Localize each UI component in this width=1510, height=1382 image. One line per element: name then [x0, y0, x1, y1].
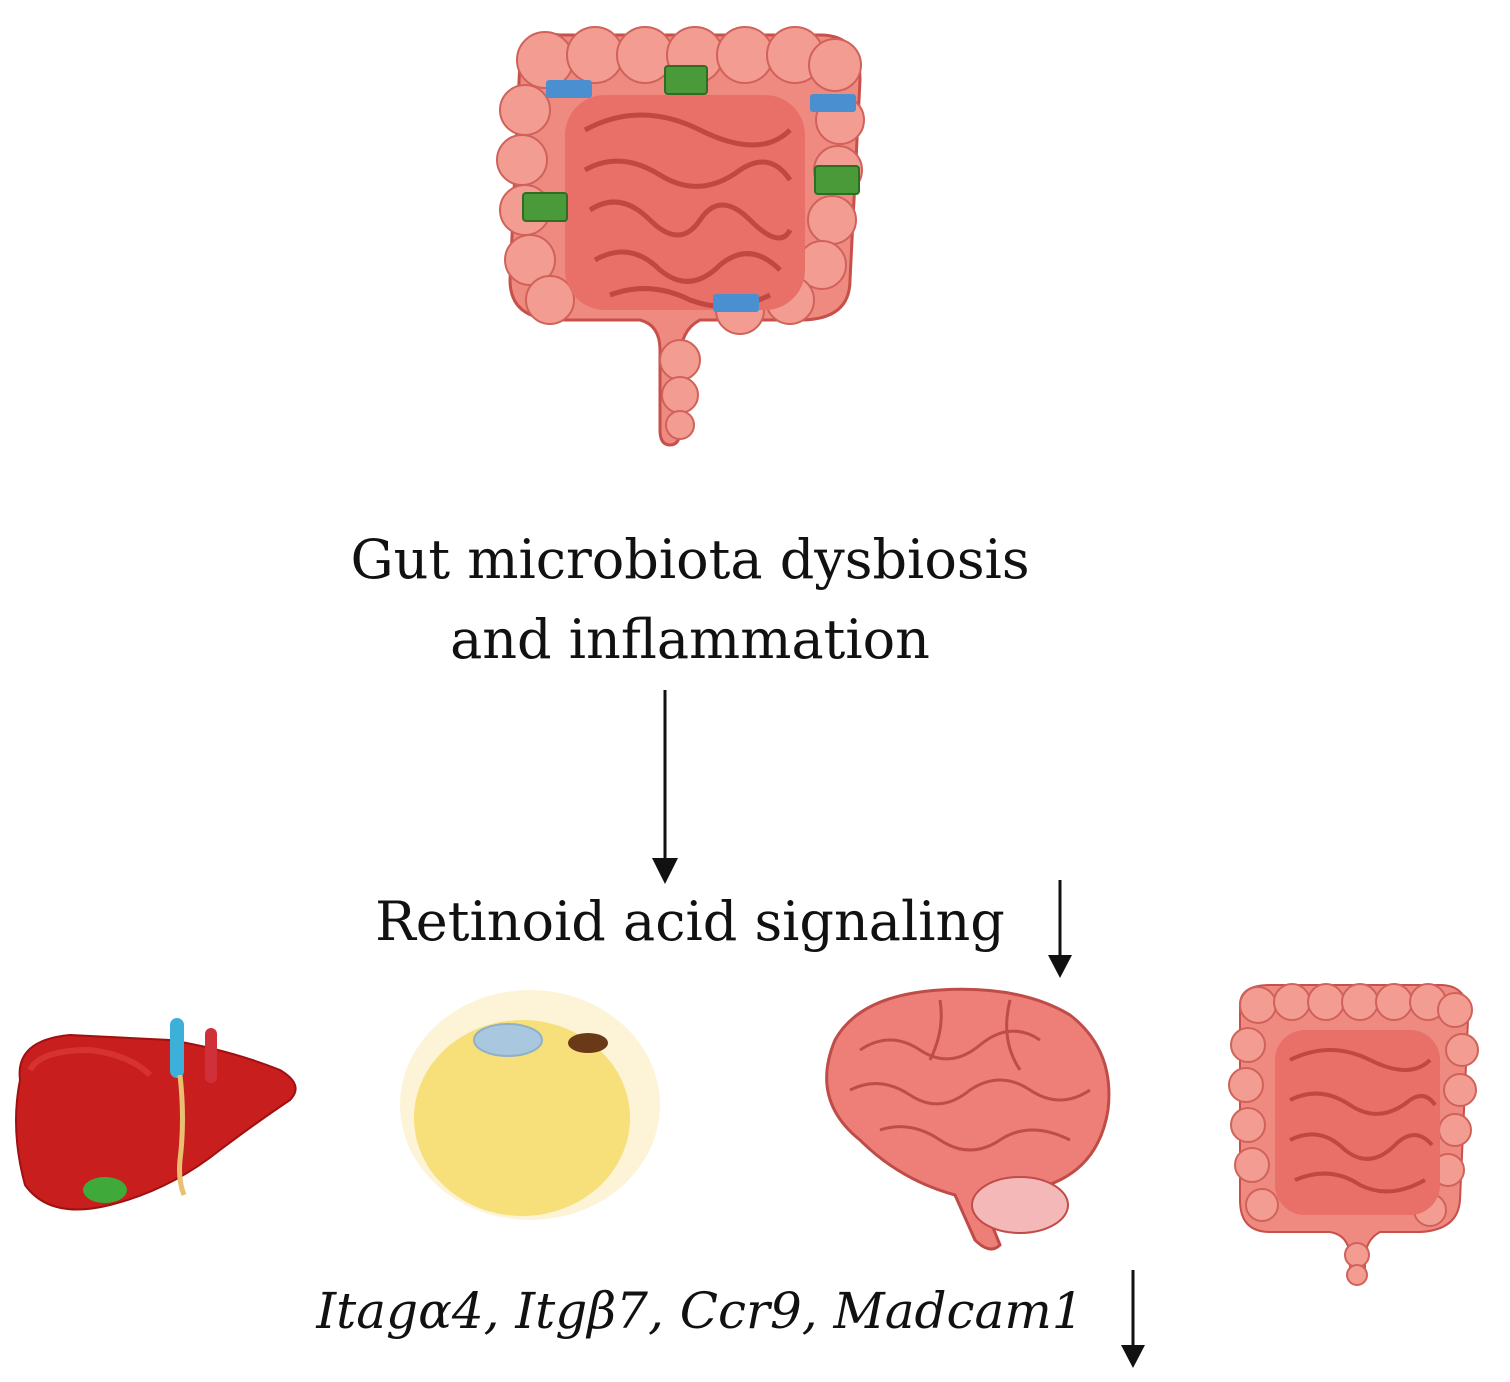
genes-label: Itagα4, Itgβ7, Ccr9, Madcam1	[316, 1282, 1084, 1340]
bacteria-green-1	[664, 65, 708, 95]
liver-icon	[15, 1018, 297, 1211]
bacteria-blue-3	[713, 294, 759, 312]
bacteria-blue-1	[546, 80, 592, 98]
flow-arrow	[652, 690, 678, 884]
decrease-arrow-retinoid	[1048, 880, 1072, 978]
bacteria-green-2	[814, 165, 860, 195]
adipocyte-icon	[400, 990, 660, 1220]
large-intestine	[496, 26, 865, 447]
retinoid-signaling-label: Retinoid acid signaling	[375, 890, 1005, 953]
decrease-arrow-genes	[1121, 1270, 1145, 1368]
bacteria-green-3	[522, 192, 568, 222]
gut-dysbiosis-label: Gut microbiota dysbiosis	[350, 528, 1030, 591]
intestine-small-icon	[1228, 983, 1479, 1286]
bacteria-blue-2	[810, 94, 856, 112]
brain-icon	[825, 987, 1111, 1251]
inflammation-label: and inflammation	[450, 608, 930, 671]
